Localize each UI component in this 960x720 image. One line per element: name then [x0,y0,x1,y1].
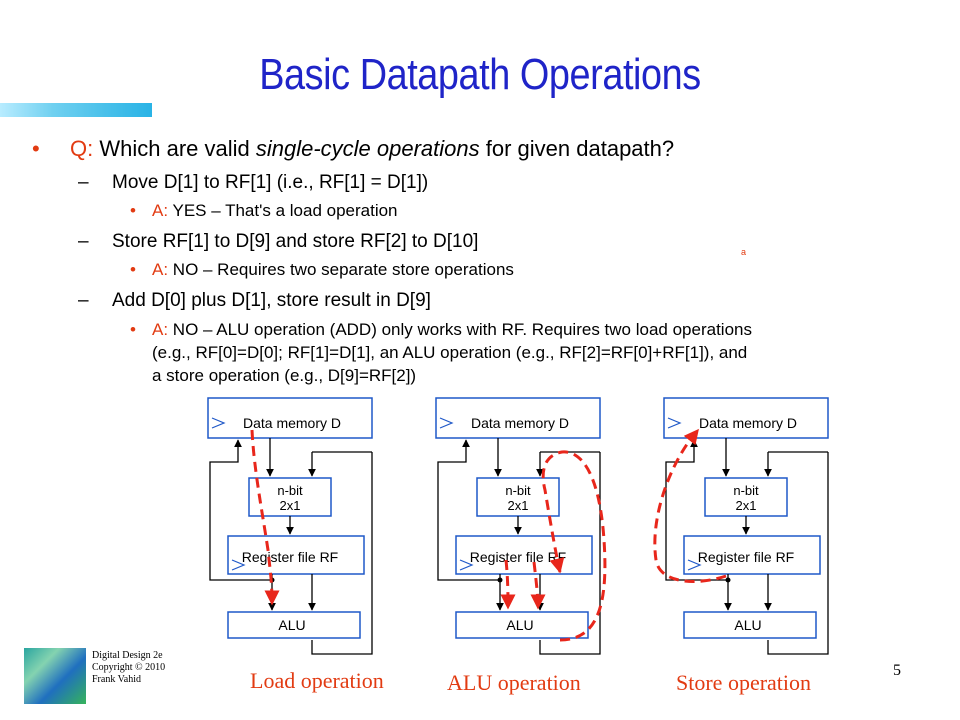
clock-icon [211,417,226,429]
data-memory-label: Data memory D [471,415,569,431]
item-store-text: Store RF[1] to D[9] and store RF[2] to D… [112,231,479,252]
answer-text: NO – Requires two separate store operati… [168,260,514,279]
mux-label-1: n-bit [733,483,759,498]
dash-mark: – [78,172,89,193]
clock-icon [667,417,682,429]
copyright-line-1: Digital Design 2e [92,650,163,661]
title-accent-bar [0,103,152,117]
item-move-text: Move D[1] to RF[1] (i.e., RF[1] = D[1]) [112,172,429,193]
data-memory-box [663,397,829,439]
mux-label-1: n-bit [505,483,531,498]
mux-label-1: n-bit [277,483,303,498]
register-file-label: Register file RF [242,549,338,565]
mux-box [704,477,788,517]
answer-text-line2: (e.g., RF[0]=D[0]; RF[1]=D[1], an ALU op… [152,343,748,362]
caption-load: Load operation [250,668,384,693]
answer-text-line3: a store operation (e.g., D[9]=RF[2]) [152,366,417,385]
clock-icon [439,417,454,429]
alu-box [455,611,589,639]
dash-mark: – [78,231,89,252]
data-memory-box [435,397,601,439]
bullet-dot: • [130,201,136,220]
clock-icon [687,559,702,571]
data-memory-label: Data memory D [699,415,797,431]
mux-label-2: 2x1 [736,498,757,513]
copyright-line-2: Copyright © 2010 [92,662,166,673]
caption-alu: ALU operation [447,670,581,695]
mux-label-2: 2x1 [508,498,529,513]
answer-label: A: [152,201,169,220]
data-memory-label: Data memory D [243,415,341,431]
bullet-dot: • [130,260,136,279]
answer-text-line1: NO – ALU operation (ADD) only works with… [168,320,752,339]
data-memory-box [207,397,373,439]
caption-store: Store operation [676,670,812,695]
clock-icon [231,559,246,571]
copyright-line-3: Frank Vahid [92,674,141,685]
item-add-text: Add D[0] plus D[1], store result in D[9] [112,290,431,311]
datapath-alu: Data memory D n-bit 2x1 Register file RF… [435,397,607,655]
copyright-block: Digital Design 2e Copyright © 2010 Frank… [92,650,165,686]
stray-mark: a [741,247,747,257]
alu-label: ALU [734,617,761,633]
register-file-box [227,535,365,575]
question-label: Q: [70,136,94,161]
page-number: 5 [893,662,901,679]
bullet-dot: • [130,320,136,339]
register-file-label: Register file RF [470,549,566,565]
page-title: Basic Datapath Operations [259,50,701,99]
register-file-box [455,535,593,575]
alu-box [227,611,361,639]
register-file-box [683,535,821,575]
register-file-label: Register file RF [698,549,794,565]
clock-icon [459,559,474,571]
question-text-italic: single-cycle operations [255,136,480,161]
datapath-store: Data memory D n-bit 2x1 Register file RF… [653,397,829,655]
bullet-dot: • [32,136,40,161]
answer-text: YES – That's a load operation [168,201,398,220]
question-text-1: Which are valid [93,136,256,161]
answer-label: A: [152,320,169,339]
mux-label-2: 2x1 [280,498,301,513]
datapath-load: Data memory D n-bit 2x1 Register file RF… [207,397,373,655]
dash-mark: – [78,290,89,311]
alu-label: ALU [278,617,305,633]
alu-box [683,611,817,639]
answer-label: A: [152,260,169,279]
book-logo [24,648,86,704]
alu-label: ALU [506,617,533,633]
question-text-2: for given datapath? [479,136,675,161]
